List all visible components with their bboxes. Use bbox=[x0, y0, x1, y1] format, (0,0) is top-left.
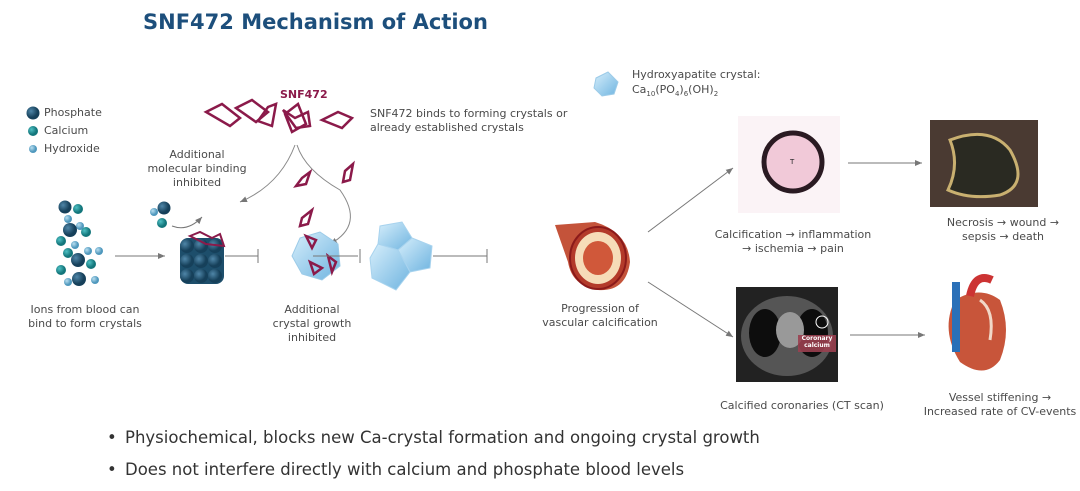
bullet-2: •Does not interfere directly with calciu… bbox=[107, 460, 685, 479]
legend-phosphate: Phosphate bbox=[44, 106, 102, 119]
slide-title: SNF472 Mechanism of Action bbox=[143, 10, 488, 34]
legend-hydroxide: Hydroxide bbox=[44, 142, 100, 155]
hydroxyapatite-formula: Ca10(PO4)6(OH)2 bbox=[632, 83, 719, 99]
snf472-binds-line2: already established crystals bbox=[370, 121, 524, 134]
heart-image bbox=[948, 274, 1006, 371]
svg-text:T: T bbox=[789, 158, 795, 166]
calcification-label: Calcification → inflammation→ ischemia →… bbox=[714, 228, 872, 255]
necrosis-label: Necrosis → wound →sepsis → death bbox=[946, 216, 1060, 243]
ions-cluster-icon bbox=[56, 200, 103, 286]
necrosis-wound-image bbox=[930, 120, 1038, 207]
snf472-label: SNF472 bbox=[280, 88, 328, 101]
hydroxyapatite-label: Hydroxyapatite crystal: bbox=[632, 68, 761, 81]
phosphate-dot-icon bbox=[26, 106, 40, 120]
hydroxide-dot-icon bbox=[29, 145, 37, 153]
crystal-cluster-icon bbox=[369, 221, 433, 291]
legend-calcium: Calcium bbox=[44, 124, 89, 137]
vessel-stiffening-label: Vessel stiffening →Increased rate of CV-… bbox=[923, 391, 1077, 418]
bullet-1: •Physiochemical, blocks new Ca-crystal f… bbox=[107, 428, 760, 447]
hydroxyapatite-crystal-icon bbox=[593, 71, 619, 97]
snf472-molecules-icon bbox=[233, 98, 355, 134]
histology-image: T bbox=[738, 116, 840, 213]
ct-scan-image bbox=[736, 287, 838, 382]
forming-crystal-icon bbox=[180, 230, 226, 284]
snf472-molecule-icon bbox=[203, 102, 355, 228]
ct-label: Calcified coronaries (CT scan) bbox=[720, 399, 884, 412]
blood-vessel-icon bbox=[555, 222, 630, 291]
calcium-dot-icon bbox=[28, 126, 38, 136]
snf472-binds-line1: SNF472 binds to forming crystals or bbox=[370, 107, 568, 120]
